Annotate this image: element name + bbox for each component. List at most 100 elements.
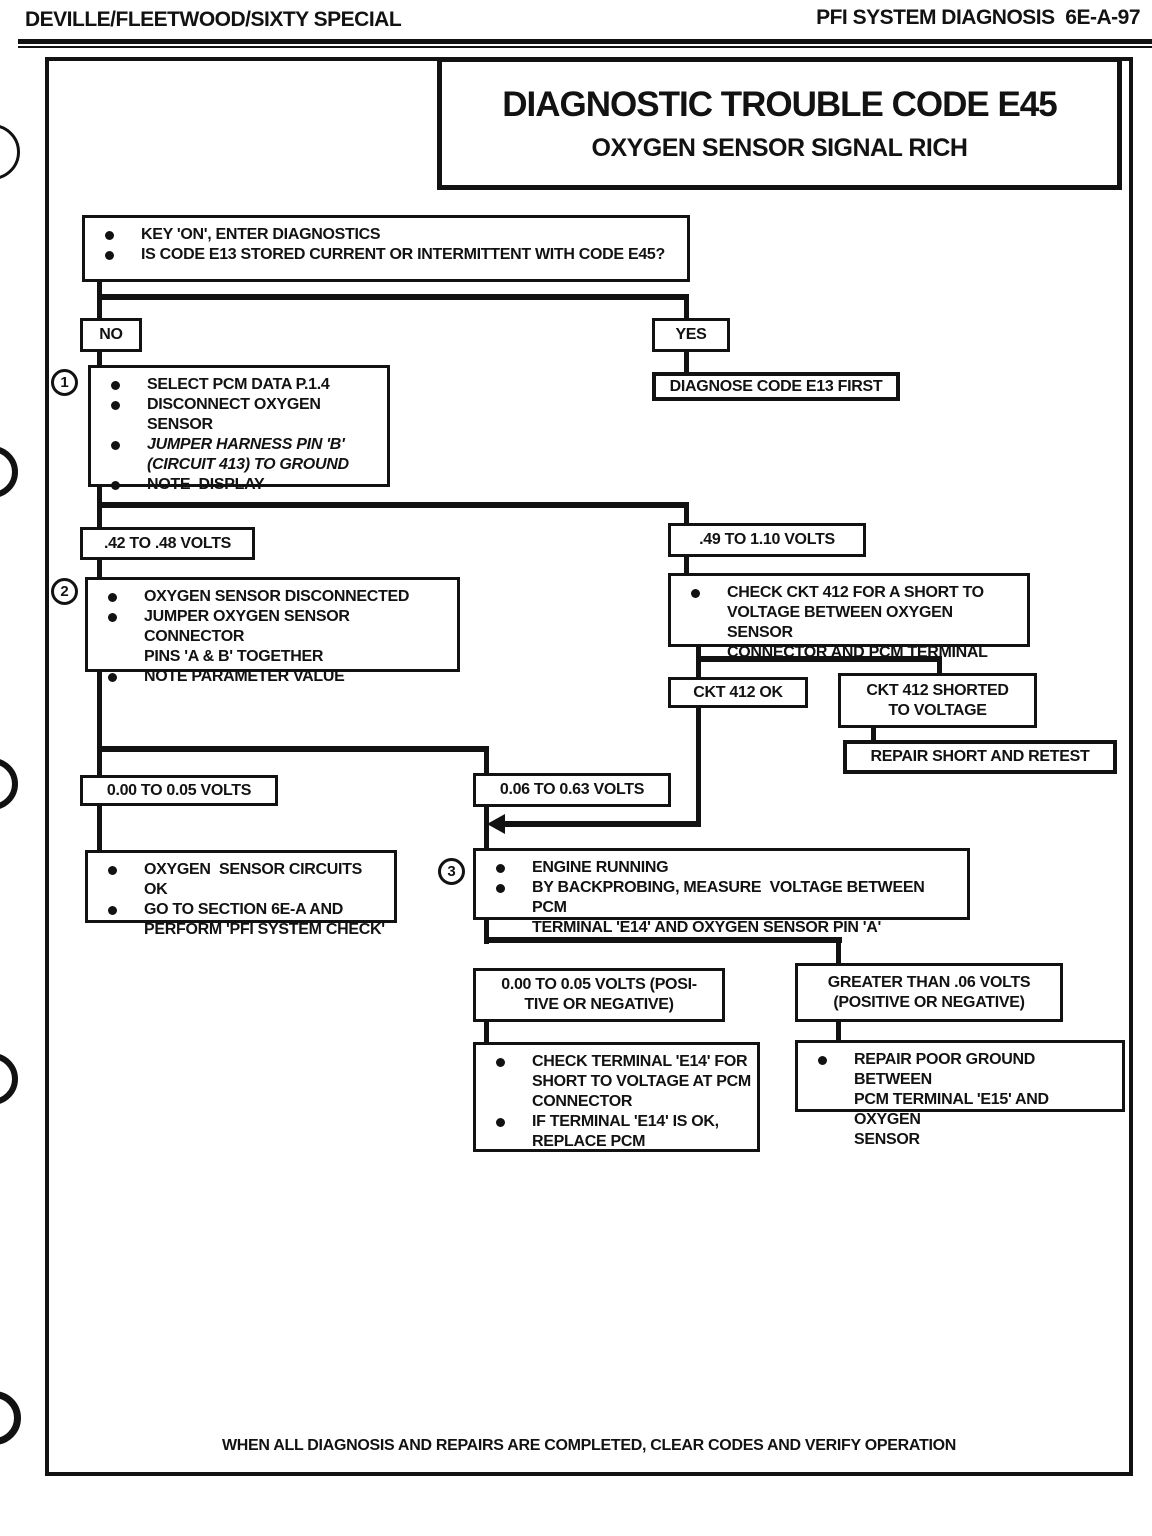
flow-node-bullet-text: IS CODE E13 STORED CURRENT OR INTERMITTE… <box>141 246 665 263</box>
flow-node-check-terminal-e14: CHECK TERMINAL 'E14' FOR SHORT TO VOLTAGE… <box>473 1042 760 1152</box>
flow-node-bullet-text: GO TO SECTION 6E-A AND <box>144 901 344 918</box>
connector-segment <box>97 350 102 367</box>
arrowhead-left-icon <box>487 814 505 834</box>
connector-segment <box>484 805 489 849</box>
bullet-icon <box>108 673 117 682</box>
bullet-icon <box>108 593 117 602</box>
flow-node-bullet-text: NOTE DISPLAY <box>147 476 265 493</box>
flow-node-label-text: TIVE OR NEGATIVE) <box>524 996 674 1013</box>
bullet-icon <box>691 589 700 598</box>
flow-node-label-text: .49 TO 1.10 VOLTS <box>699 531 835 548</box>
connector-segment <box>484 749 489 774</box>
connector-segment <box>97 502 689 508</box>
flow-node-label-text: YES <box>675 326 707 343</box>
flow-node-bullet-text: JUMPER HARNESS PIN 'B' <box>147 436 345 453</box>
flow-node-bullet-text: PERFORM 'PFI SYSTEM CHECK' <box>144 921 385 938</box>
flow-node-bullet-text: REPLACE PCM <box>532 1133 646 1150</box>
flow-node-bullet-text: VOLTAGE BETWEEN OXYGEN SENSOR <box>727 604 957 641</box>
flow-node-bullet-text: KEY 'ON', ENTER DIAGNOSTICS <box>141 226 381 243</box>
flow-node-label-text: TO VOLTAGE <box>888 701 987 719</box>
bullet-icon <box>496 884 505 893</box>
bullet-icon <box>108 613 117 622</box>
step-marker-number: 1 <box>60 374 69 391</box>
connector-segment <box>505 821 701 827</box>
connector-segment <box>97 805 102 851</box>
step-marker-1: 1 <box>51 369 78 396</box>
flow-node-bullet-text: OXYGEN SENSOR DISCONNECTED <box>144 588 410 605</box>
flow-node-bullet-text: REPAIR POOR GROUND BETWEEN <box>854 1051 1040 1088</box>
connector-segment <box>836 1020 841 1041</box>
connector-segment <box>97 294 689 300</box>
flow-node-bullet-text: DISCONNECT OXYGEN SENSOR <box>147 396 325 433</box>
flow-node-bullet-text: SHORT TO VOLTAGE AT PCM <box>532 1073 751 1090</box>
bullet-icon <box>496 1058 505 1067</box>
flow-node-diagnose-e13-first: DIAGNOSE CODE E13 FIRST <box>652 372 900 401</box>
connector-segment <box>684 505 689 525</box>
connector-segment <box>484 1020 489 1043</box>
flow-node-label-text: (POSITIVE OR NEGATIVE) <box>833 993 1025 1011</box>
flow-node-bullet-text: PINS 'A & B' TOGETHER <box>144 648 324 665</box>
flow-node-bullet-text: CONNECTOR AND PCM TERMINAL <box>727 644 988 661</box>
flow-node-start: KEY 'ON', ENTER DIAGNOSTICS IS CODE E13 S… <box>82 215 690 282</box>
connector-segment <box>836 940 841 964</box>
step-marker-2: 2 <box>51 578 78 605</box>
flow-node-volts-49-110: .49 TO 1.10 VOLTS <box>668 523 866 557</box>
flow-node-no: NO <box>80 318 142 352</box>
flow-node-bullet-text: BY BACKPROBING, MEASURE VOLTAGE BETWEEN … <box>532 879 929 916</box>
step-marker-3: 3 <box>438 858 465 885</box>
flow-node-bullet-text: CHECK TERMINAL 'E14' FOR <box>532 1053 748 1070</box>
connector-segment <box>696 656 942 662</box>
binder-hole-icon <box>0 758 18 810</box>
bullet-icon <box>111 441 120 450</box>
bullet-icon <box>111 381 120 390</box>
bullet-icon <box>111 481 120 490</box>
flow-node-label-text: 0.00 TO 0.05 VOLTS <box>106 781 252 799</box>
flow-node-label-text: 0.06 TO 0.63 VOLTS <box>499 781 645 798</box>
flow-node-repair-short-retest: REPAIR SHORT AND RETEST <box>843 740 1117 774</box>
flow-node-bullet-text: TERMINAL 'E14' AND OXYGEN SENSOR PIN 'A' <box>532 919 882 936</box>
flow-node-bullet-text: NOTE PARAMETER VALUE <box>144 668 345 685</box>
connector-segment <box>484 937 842 943</box>
bullet-icon <box>111 401 120 410</box>
flow-node-label-text: 0.00 TO 0.05 VOLTS (POSI- <box>501 976 697 993</box>
bullet-icon <box>108 906 117 915</box>
flow-node-label-text: GREATER THAN .06 VOLTS <box>827 973 1031 991</box>
flow-node-ckt-412-shorted: CKT 412 SHORTED TO VOLTAGE <box>838 673 1037 728</box>
flow-node-volts-000-005-pos-neg: 0.00 TO 0.05 VOLTS (POSI- TIVE OR NEGATIV… <box>473 968 725 1022</box>
page-header-left: DEVILLE/FLEETWOOD/SIXTY SPECIAL <box>25 8 402 31</box>
flow-node-bullet-text: IF TERMINAL 'E14' IS OK, <box>532 1113 719 1130</box>
step-marker-number: 2 <box>60 583 69 600</box>
flow-node-bullet-text: OXYGEN SENSOR CIRCUITS OK <box>144 861 367 898</box>
flow-node-greater-than-006: GREATER THAN .06 VOLTS (POSITIVE OR NEGAT… <box>795 963 1063 1022</box>
flow-node-ckt-412-ok: CKT 412 OK <box>668 677 808 708</box>
bullet-icon <box>108 866 117 875</box>
flow-node-bullet-text: (CIRCUIT 413) TO GROUND <box>147 456 349 473</box>
page-header-right: PFI SYSTEM DIAGNOSIS 6E-A-97 <box>816 6 1140 29</box>
flow-node-label-text: NO <box>99 326 123 343</box>
footer-note: WHEN ALL DIAGNOSIS AND REPAIRS ARE COMPL… <box>222 1437 956 1454</box>
connector-segment <box>684 350 689 373</box>
page-subtitle: OXYGEN SENSOR SIGNAL RICH <box>591 133 969 162</box>
step-marker-number: 3 <box>447 863 456 880</box>
connector-segment <box>97 746 489 752</box>
connector-segment <box>871 726 876 742</box>
flow-node-bullet-text: ENGINE RUNNING <box>532 859 669 876</box>
flow-node-circuits-ok: OXYGEN SENSOR CIRCUITS OK GO TO SECTION 6… <box>85 850 397 938</box>
flow-node-bullet-text: JUMPER OXYGEN SENSOR CONNECTOR <box>144 608 354 645</box>
flow-node-bullet-text: CONNECTOR <box>532 1093 633 1110</box>
binder-hole-icon <box>0 446 18 498</box>
flow-node-volts-42-48: .42 TO .48 VOLTS <box>80 527 255 560</box>
flow-node-yes: YES <box>652 318 730 352</box>
flow-node-label-text: CKT 412 SHORTED <box>866 681 1009 699</box>
connector-segment <box>484 918 489 944</box>
flow-node-label-text: CKT 412 OK <box>693 683 783 701</box>
flow-node-bullet-text: SELECT PCM DATA P.1.4 <box>147 376 330 393</box>
connector-segment <box>684 297 689 318</box>
flow-node-bullet-text: PCM TERMINAL 'E15' AND OXYGEN <box>854 1091 1053 1128</box>
page-title: DIAGNOSTIC TROUBLE CODE E45 <box>502 84 1057 124</box>
bullet-icon <box>496 1118 505 1127</box>
flow-node-volts-006-063: 0.06 TO 0.63 VOLTS <box>473 773 671 807</box>
